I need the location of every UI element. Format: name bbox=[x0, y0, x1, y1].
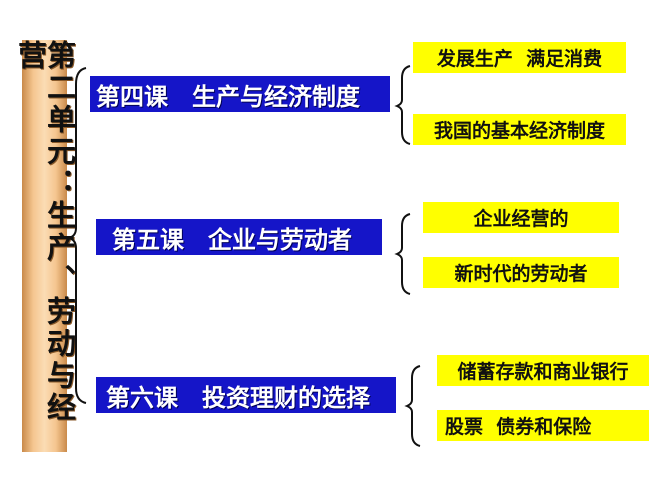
lesson-6-title: 第六课 投资理财的选择 bbox=[106, 383, 370, 412]
lesson-6-box: 第六课 投资理财的选择 bbox=[96, 377, 396, 413]
lesson-4-item-2: 我国的基本经济制度 bbox=[413, 114, 626, 145]
unit-title: 第二单元：生产、劳动与经营 bbox=[13, 40, 77, 424]
lesson-6-brace bbox=[404, 365, 421, 447]
lesson-5-brace bbox=[394, 213, 411, 295]
unit-title-bar: 第二单元：生产、劳动与经营 bbox=[14, 40, 77, 452]
lesson-6-item-1: 储蓄存款和商业银行 bbox=[437, 355, 649, 386]
lesson-5-item-2: 新时代的劳动者 bbox=[423, 257, 619, 288]
lesson-5-box: 第五课 企业与劳动者 bbox=[96, 219, 382, 255]
lesson-4-box: 第四课 生产与经济制度 bbox=[90, 76, 390, 112]
lesson-5-item-1: 企业经营的 bbox=[423, 202, 619, 233]
lesson-4-brace bbox=[394, 65, 411, 145]
lesson-5-title: 第五课 企业与劳动者 bbox=[112, 225, 352, 254]
main-brace bbox=[65, 67, 87, 404]
lesson-4-item-1: 发展生产 满足消费 bbox=[413, 42, 626, 73]
lesson-6-item-2: 股票 债券和保险 bbox=[437, 410, 649, 441]
lesson-4-title: 第四课 生产与经济制度 bbox=[96, 82, 360, 111]
